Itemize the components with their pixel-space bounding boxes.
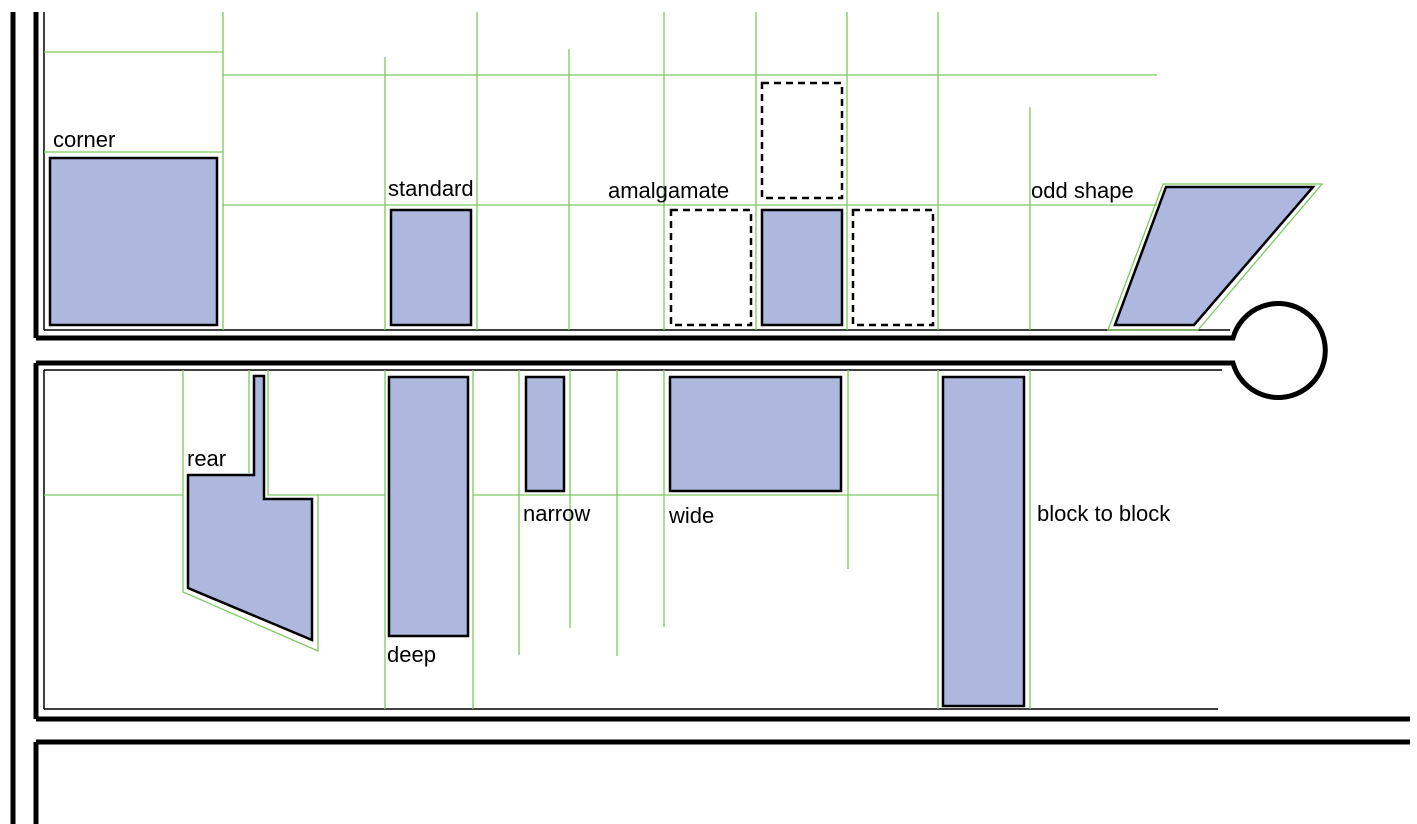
labels: corner standard amalgamate odd shape rea… [53, 127, 1171, 667]
cul-de-sac-street [36, 301, 1328, 400]
roads [10, 12, 1410, 824]
label-amalgamate: amalgamate [608, 178, 729, 203]
rear-building [186, 374, 314, 642]
label-block-to-block: block to block [1037, 501, 1171, 526]
narrow-building [524, 375, 566, 493]
deep-building [387, 375, 470, 638]
amalgamate-dashed-lot-left [669, 208, 753, 327]
label-odd-shape: odd shape [1031, 178, 1134, 203]
label-wide: wide [668, 503, 714, 528]
label-standard: standard [388, 176, 474, 201]
label-narrow: narrow [523, 501, 590, 526]
corner-building [48, 156, 219, 327]
label-rear: rear [187, 446, 226, 471]
label-corner: corner [53, 127, 115, 152]
amalgamate-building [760, 208, 844, 327]
label-deep: deep [387, 642, 436, 667]
block-to-block-building [941, 375, 1026, 708]
odd-shape-building [1113, 185, 1316, 327]
buildings [48, 81, 1316, 708]
amalgamate-dashed-lot-right [851, 208, 935, 327]
rear-lot [182, 370, 319, 652]
amalgamate-dashed-lot-top [760, 81, 844, 200]
standard-building [389, 208, 473, 327]
wide-building [668, 375, 843, 493]
lot-lines [44, 12, 1324, 709]
odd-shape-lot [1107, 183, 1324, 331]
